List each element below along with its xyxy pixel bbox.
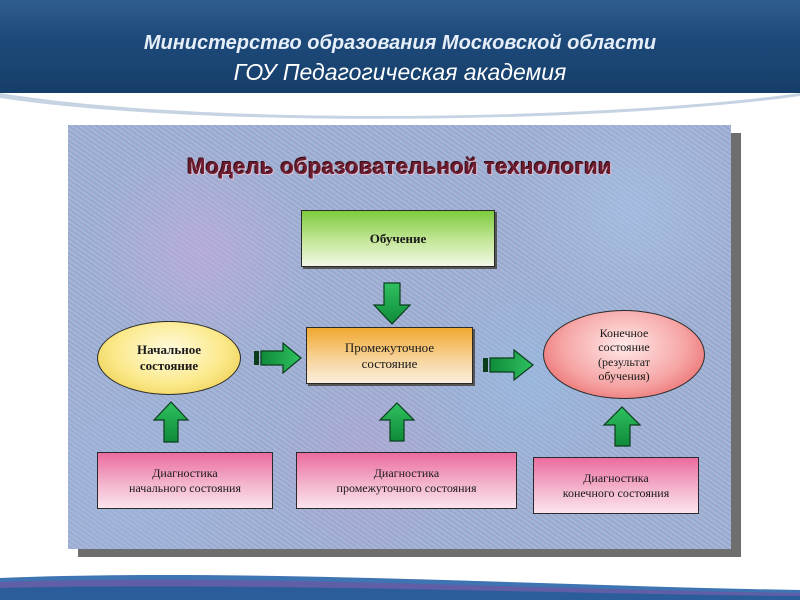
initial-label-line2: состояние <box>139 358 199 373</box>
learning-box: Обучение <box>301 210 495 267</box>
final-state-ellipse: Конечное состояние (результат обучения) <box>543 310 705 399</box>
intermediate-label-line2: состояние <box>361 355 418 371</box>
initial-label-line1: Начальное <box>137 342 201 358</box>
arrow-right-initial-tail <box>254 351 259 365</box>
arrow-up-diag-initial <box>152 401 190 443</box>
arrow-up-diag-intermediate <box>378 402 416 442</box>
header-academy: ГОУ Педагогическая академия <box>233 59 567 85</box>
diagnostics-initial-box: Диагностика начального состояния <box>97 452 273 509</box>
diag-initial-line2: начального состояния <box>129 480 241 495</box>
arrow-right-intermediate <box>489 348 534 382</box>
diag-final-line1: Диагностика <box>583 471 649 486</box>
initial-state-ellipse: Начальное состояние <box>97 321 241 395</box>
diagnostics-final-box: Диагностика конечного состояния <box>533 457 699 514</box>
intermediate-state-box: Промежуточное состояние <box>306 327 473 384</box>
header-bar: Министерство образования Московской обла… <box>0 0 800 93</box>
intermediate-label-line1: Промежуточное <box>344 339 435 355</box>
diagnostics-intermediate-box: Диагностика промежуточного состояния <box>296 452 517 509</box>
diag-initial-line1: Диагностика <box>152 466 218 481</box>
final-label-line1: Конечное <box>599 325 649 340</box>
header-ministry: Министерство образования Московской обла… <box>143 32 657 54</box>
final-label-line2: состояние <box>598 340 650 355</box>
header-swoosh <box>0 86 800 119</box>
diag-intermediate-line2: промежуточного состояния <box>336 480 477 495</box>
arrow-right-intermediate-tail <box>483 358 488 372</box>
final-label-line3: (результат <box>597 354 651 369</box>
footer-swoosh <box>0 575 800 600</box>
diagram-title: Модель образовательной технологии <box>187 154 612 179</box>
final-label-line4: обучения) <box>598 368 650 383</box>
learning-label: Обучение <box>369 230 427 246</box>
arrow-down-learning <box>372 282 412 325</box>
diag-intermediate-line1: Диагностика <box>373 466 440 481</box>
diag-final-line2: конечного состояния <box>562 485 670 500</box>
arrow-up-diag-final <box>602 406 642 447</box>
arrow-right-initial <box>260 341 302 375</box>
